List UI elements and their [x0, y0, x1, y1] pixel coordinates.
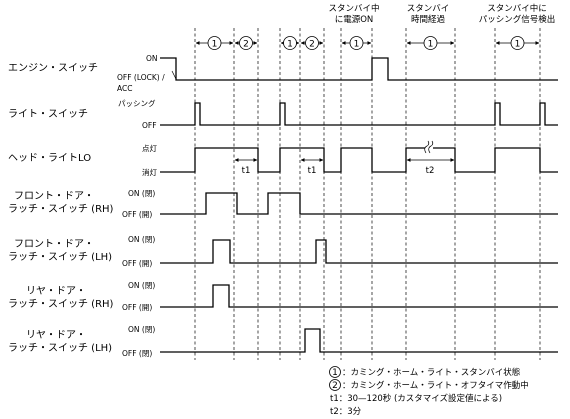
- period-number: 1: [354, 39, 360, 49]
- legend-t2: t2：3分: [330, 407, 362, 417]
- period-marker-2a: 2: [234, 36, 258, 50]
- signal-label: エンジン・スイッチ: [8, 62, 98, 74]
- level-high-label: ON (閉): [128, 281, 155, 290]
- header-standby-timeout-line2: 時間経過: [411, 14, 446, 25]
- signal-label-line2: ラッチ・スイッチ (LH): [8, 342, 112, 354]
- level-low-label: OFF (開): [122, 259, 152, 268]
- waveform-rear-door-rh: [160, 284, 558, 308]
- header-standby-passing-line2: パッシング信号検出: [479, 14, 556, 25]
- signal-label: リヤ・ドア・: [26, 286, 86, 297]
- period-number: 2: [309, 39, 315, 49]
- level-low-label: OFF (開): [122, 210, 152, 219]
- period-marker-1e: 1: [495, 36, 540, 50]
- legend-text: ：カミング・ホーム・ライト・オフタイマ作動中: [342, 380, 529, 391]
- level-low-label: OFF (LOCK) /: [117, 73, 165, 82]
- signal-label-line2: ラッチ・スイッチ (LH): [8, 251, 112, 263]
- header-standby-power-on: スタンバイ中 に電源ON: [328, 3, 379, 25]
- header-standby-passing-line1: スタンバイ中に: [487, 3, 547, 14]
- legend: 1 ：カミング・ホーム・ライト・スタンバイ状態 2 ：カミング・ホーム・ライト・…: [329, 366, 529, 417]
- legend-t1: t1：30—120秒 (カスタマイズ設定値による): [330, 393, 502, 404]
- level-high-label: パッシング: [118, 98, 156, 108]
- signal-label: ライト・スイッチ: [8, 108, 88, 120]
- header-standby-timeout-line1: スタンバイ: [407, 4, 450, 14]
- period-number: 1: [428, 39, 434, 49]
- signal-headlight-lo: ヘッド・ライトLO 点灯 消灯 t1 t1 t2: [8, 140, 558, 177]
- legend-text: ：カミング・ホーム・ライト・スタンバイ状態: [342, 367, 520, 378]
- level-low-label: OFF: [142, 121, 157, 130]
- signal-rear-door-lh: リヤ・ドア・ ラッチ・スイッチ (LH) ON (閉) OFF (閉): [8, 325, 558, 358]
- signal-label-line2: ラッチ・スイッチ (RH): [8, 203, 114, 215]
- period-marker-1d: 1: [406, 36, 455, 50]
- period-number: 1: [515, 39, 521, 49]
- level-high-label: ON (閉): [128, 189, 155, 198]
- header-standby-power-on-line1: スタンバイ中: [328, 3, 379, 14]
- break-mark: [428, 140, 434, 154]
- level-low-label-2: ACC: [117, 84, 132, 93]
- timing-t1-label: t1: [242, 166, 251, 176]
- period-marker-1b: 1: [280, 36, 300, 50]
- timing-t1-label: t1: [308, 166, 317, 176]
- level-low-label: OFF (開): [122, 303, 152, 312]
- period-number: 2: [243, 39, 249, 49]
- period-number: 1: [212, 39, 218, 49]
- legend-number: 1: [332, 368, 338, 378]
- level-high-label: 点灯: [142, 143, 157, 153]
- timing-t2-label: t2: [426, 166, 435, 176]
- timing-t1-a: t1: [234, 158, 258, 176]
- timing-t1-b: t1: [300, 158, 324, 176]
- level-low-label: OFF (閉): [122, 349, 152, 358]
- waveform-light-switch: [160, 102, 558, 126]
- period-markers: 1 2 1 2 1 1 1: [195, 36, 540, 50]
- signal-label: リヤ・ドア・: [26, 330, 86, 341]
- waveform-rear-door-lh: [160, 328, 558, 353]
- signal-front-door-rh: フロント・ドア・ ラッチ・スイッチ (RH) ON (閉) OFF (開): [8, 189, 558, 219]
- signal-label: フロント・ドア・: [14, 191, 94, 202]
- header-standby-power-on-line2: に電源ON: [335, 15, 374, 25]
- timing-lines: [194, 28, 541, 360]
- timing-t2: t2: [406, 158, 455, 176]
- signal-label: フロント・ドア・: [14, 239, 94, 250]
- signal-rear-door-rh: リヤ・ドア・ ラッチ・スイッチ (RH) ON (閉) OFF (開): [8, 281, 558, 312]
- period-number: 1: [287, 39, 293, 49]
- level-low-label: 消灯: [142, 167, 157, 177]
- legend-number: 2: [332, 381, 338, 391]
- period-marker-1a: 1: [195, 36, 234, 50]
- legend-item-1: 1 ：カミング・ホーム・ライト・スタンバイ状態: [329, 366, 520, 378]
- waveform-front-door-rh: [160, 192, 558, 215]
- header-standby-timeout: スタンバイ 時間経過: [407, 4, 450, 25]
- waveform-front-door-lh: [160, 239, 558, 264]
- period-marker-2b: 2: [300, 36, 324, 50]
- break-mark: [424, 140, 430, 154]
- header-standby-passing: スタンバイ中に パッシング信号検出: [479, 3, 556, 25]
- signal-front-door-lh: フロント・ドア・ ラッチ・スイッチ (LH) ON (閉) OFF (開): [8, 235, 558, 268]
- level-high-label: ON (閉): [128, 325, 155, 334]
- signal-engine-switch: エンジン・スイッチ ON OFF (LOCK) / ACC: [8, 54, 558, 93]
- signal-label-line2: ラッチ・スイッチ (RH): [8, 298, 114, 310]
- level-high-label: ON: [146, 54, 158, 63]
- period-marker-1c: 1: [341, 36, 372, 50]
- legend-item-2: 2 ：カミング・ホーム・ライト・オフタイマ作動中: [329, 379, 529, 391]
- waveform-engine-switch: [160, 57, 558, 81]
- signal-light-switch: ライト・スイッチ パッシング OFF: [8, 98, 558, 130]
- signal-label: ヘッド・ライトLO: [8, 152, 91, 164]
- waveform-headlight-lo: [160, 147, 558, 173]
- level-high-label: ON (閉): [128, 235, 155, 244]
